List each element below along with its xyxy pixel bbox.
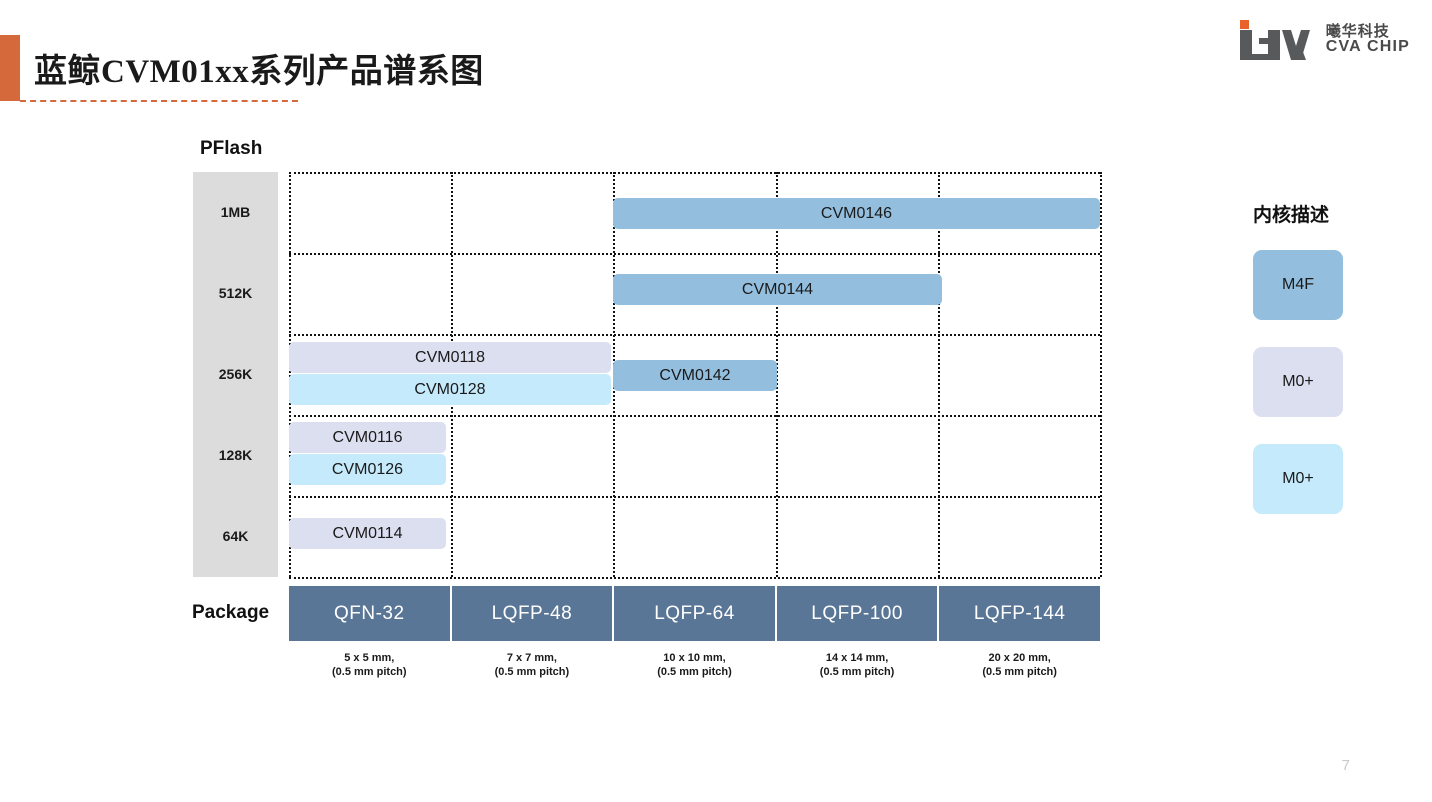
package-dimensions-row: 5 x 5 mm,(0.5 mm pitch)7 x 7 mm,(0.5 mm … bbox=[289, 652, 1100, 680]
grid-line-horizontal bbox=[289, 253, 1100, 255]
product-bar-cvm0144[interactable]: CVM0144 bbox=[613, 274, 942, 305]
company-logo: 曦华科技 CVA CHIP bbox=[1239, 20, 1410, 60]
pflash-tick-512k: 512K bbox=[218, 284, 253, 301]
cva-logo-icon bbox=[1239, 20, 1314, 60]
legend-item-1[interactable]: M0+ bbox=[1253, 347, 1343, 417]
package-cell-qfn-32[interactable]: QFN-32 bbox=[289, 586, 450, 641]
legend-item-group: M4F M0+ M0+ bbox=[1253, 250, 1413, 514]
legend-title: 内核描述 bbox=[1253, 205, 1330, 226]
product-bar-cvm0142[interactable]: CVM0142 bbox=[613, 360, 777, 391]
package-size: 14 x 14 mm, bbox=[825, 652, 889, 664]
package-dimension-lqfp-64: 10 x 10 mm,(0.5 mm pitch) bbox=[614, 652, 775, 680]
grid-line-horizontal bbox=[289, 577, 1100, 579]
legend-item-2[interactable]: M0+ bbox=[1253, 444, 1343, 514]
package-dimension-lqfp-48: 7 x 7 mm,(0.5 mm pitch) bbox=[452, 652, 613, 680]
grid-line-horizontal bbox=[289, 496, 1100, 498]
product-bar-cvm0116[interactable]: CVM0116 bbox=[289, 422, 446, 453]
pflash-axis-label: PFlash bbox=[200, 138, 263, 159]
logo-chinese-name: 曦华科技 bbox=[1325, 22, 1390, 40]
product-bar-cvm0128[interactable]: CVM0128 bbox=[289, 374, 611, 405]
product-bar-cvm0146[interactable]: CVM0146 bbox=[613, 198, 1100, 229]
title-accent-bar bbox=[0, 35, 20, 101]
product-bar-cvm0126[interactable]: CVM0126 bbox=[289, 454, 446, 485]
package-pitch: (0.5 mm pitch) bbox=[332, 665, 407, 678]
package-size: 5 x 5 mm, bbox=[344, 652, 395, 664]
grid-line-vertical bbox=[1100, 172, 1102, 577]
package-dimension-qfn-32: 5 x 5 mm,(0.5 mm pitch) bbox=[289, 652, 450, 680]
product-bar-cvm0118[interactable]: CVM0118 bbox=[289, 342, 611, 373]
package-cell-lqfp-48[interactable]: LQFP-48 bbox=[451, 586, 613, 641]
page-number: 7 bbox=[1341, 757, 1350, 774]
package-cell-lqfp-144[interactable]: LQFP-144 bbox=[939, 586, 1100, 641]
grid-line-vertical bbox=[937, 172, 940, 577]
package-pitch: (0.5 mm pitch) bbox=[494, 665, 570, 678]
package-dimension-lqfp-100: 14 x 14 mm,(0.5 mm pitch) bbox=[777, 652, 938, 680]
package-cell-lqfp-100[interactable]: LQFP-100 bbox=[776, 586, 938, 641]
logo-english-name: CVA CHIP bbox=[1325, 38, 1410, 56]
package-pitch: (0.5 mm pitch) bbox=[819, 665, 895, 678]
page-title: 蓝鲸CVM01xx系列产品谱系图 bbox=[34, 54, 484, 90]
title-underline bbox=[20, 100, 298, 102]
core-legend: 内核描述 M4F M0+ M0+ bbox=[1253, 200, 1413, 541]
pflash-tick-64k: 64K bbox=[222, 527, 249, 544]
grid-line-horizontal bbox=[289, 334, 1100, 336]
package-dimension-lqfp-144: 20 x 20 mm,(0.5 mm pitch) bbox=[939, 652, 1100, 680]
pflash-tick-128k: 128K bbox=[218, 446, 253, 463]
package-axis-label: Package bbox=[192, 602, 270, 623]
package-pitch: (0.5 mm pitch) bbox=[982, 665, 1057, 678]
package-size: 10 x 10 mm, bbox=[663, 652, 726, 664]
pflash-axis-band bbox=[193, 172, 278, 577]
pflash-tick-256k: 256K bbox=[218, 365, 253, 382]
package-size: 20 x 20 mm, bbox=[988, 652, 1051, 664]
legend-item-0[interactable]: M4F bbox=[1253, 250, 1343, 320]
package-pitch: (0.5 mm pitch) bbox=[657, 665, 732, 678]
grid-line-horizontal bbox=[289, 172, 1100, 174]
grid-line-horizontal bbox=[289, 415, 1100, 417]
pflash-tick-1mb: 1MB bbox=[220, 203, 251, 220]
package-size: 7 x 7 mm, bbox=[506, 652, 557, 664]
product-bar-cvm0114[interactable]: CVM0114 bbox=[289, 518, 446, 549]
package-cell-lqfp-64[interactable]: LQFP-64 bbox=[614, 586, 775, 641]
